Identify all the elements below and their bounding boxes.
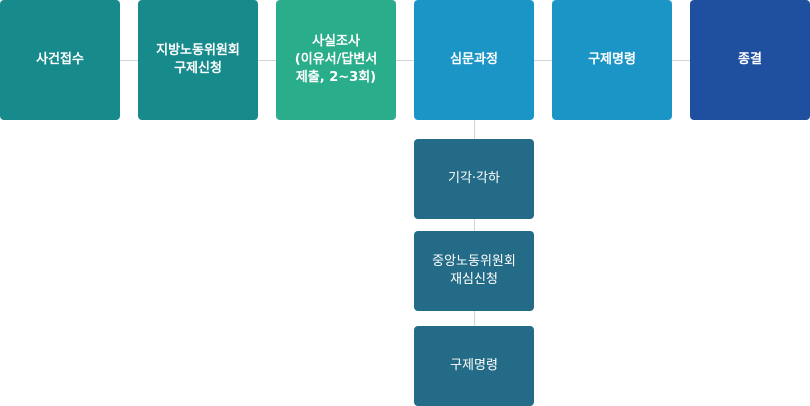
step-hearing-process: 심문과정 bbox=[414, 0, 534, 120]
step-closure: 종결 bbox=[690, 0, 810, 120]
step-fact-investigation: 사실조사 (이유서/답변서 제출, 2~3회) bbox=[276, 0, 396, 120]
step-relief-order: 구제명령 bbox=[552, 0, 672, 120]
branch-relief-order: 구제명령 bbox=[414, 326, 534, 406]
step-case-received: 사건접수 bbox=[0, 0, 120, 120]
branch-dismissal: 기각·각하 bbox=[414, 139, 534, 219]
branch-connector-line bbox=[474, 120, 475, 326]
branch-central-reexamination: 중앙노동위원회 재심신청 bbox=[414, 231, 534, 311]
step-regional-labor-commission: 지방노동위원회 구제신청 bbox=[138, 0, 258, 120]
main-connector-line bbox=[0, 60, 810, 61]
